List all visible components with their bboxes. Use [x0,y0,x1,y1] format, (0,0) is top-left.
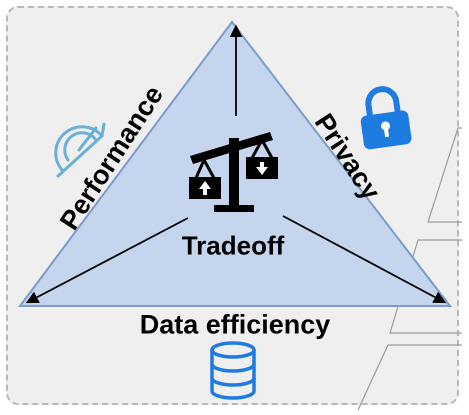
arrow-to-bottom-left [25,217,189,304]
arrow-to-bottom-right [282,215,447,304]
database-icon [210,341,256,400]
balance-scale-icon [189,132,278,212]
padlock-icon [360,86,412,150]
tradeoff-label: Tradeoff [181,230,285,261]
tradeoff-arrows [25,24,447,304]
speedometer-icon [54,122,106,178]
data-efficiency-label: Data efficiency [139,309,331,340]
